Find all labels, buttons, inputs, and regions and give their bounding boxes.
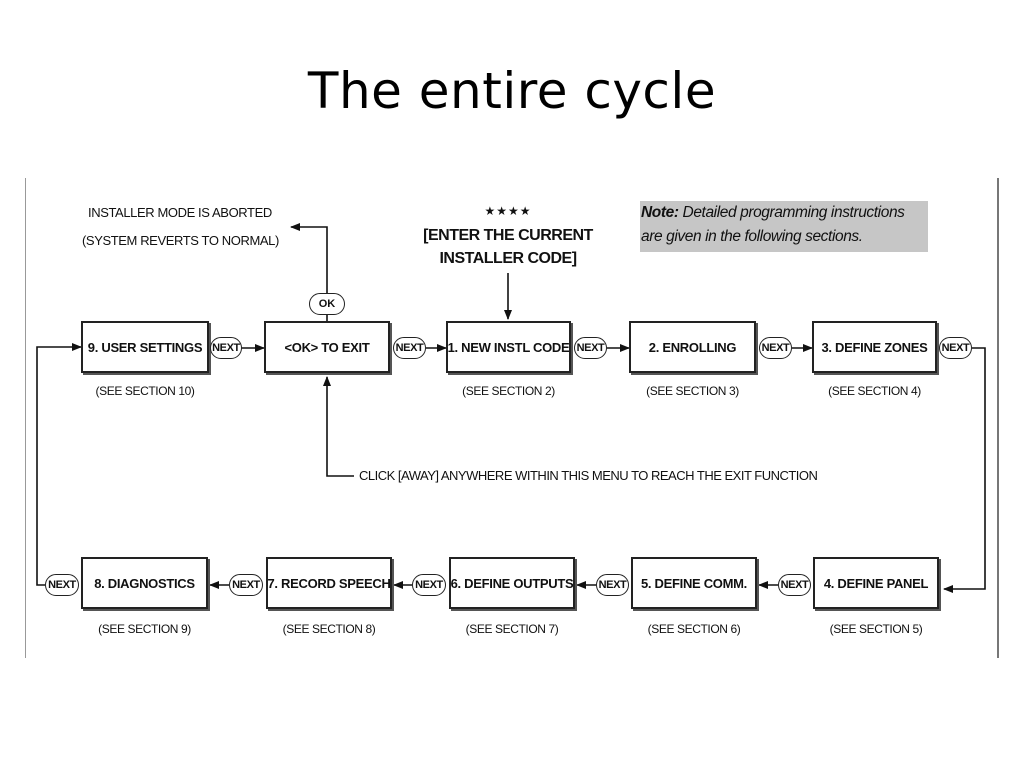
box-ok-to-exit: <OK> TO EXIT [264,321,390,373]
slide-title: The entire cycle [307,62,717,120]
section-ref: (SEE SECTION 3) [646,384,739,398]
aborted-line-2: (SYSTEM REVERTS TO NORMAL) [82,233,279,248]
box-enrolling: 2. ENROLLING [629,321,756,373]
box-label: 1. NEW INSTL CODE [447,339,570,355]
aborted-line-1: INSTALLER MODE IS ABORTED [88,205,272,220]
box-label: 8. DIAGNOSTICS [94,575,195,591]
arrow-diagnostics-to-user-settings [36,343,82,586]
enter-code-line-1: [ENTER THE CURRENT [423,227,593,244]
box-label: 4. DEFINE PANEL [823,575,929,591]
box-define-comm: 5. DEFINE COMM. [631,557,757,609]
next-pill: NEXT [210,337,242,359]
next-pill: NEXT [759,337,792,359]
box-diagnostics: 8. DIAGNOSTICS [81,557,208,609]
section-ref: (SEE SECTION 8) [282,622,376,636]
section-ref: (SEE SECTION 9) [98,622,191,636]
section-ref: (SEE SECTION 4) [828,384,921,398]
arrow-ok-to-aborted [290,223,328,293]
frame-left-edge [25,178,26,658]
section-ref: (SEE SECTION 2) [462,384,555,398]
note-text-line-2: are given in the following sections. [641,228,863,245]
note-label: Note: [641,204,679,221]
arrow-click-away-to-exit [323,376,354,477]
next-pill: NEXT [939,337,972,359]
box-user-settings: 9. USER SETTINGS [81,321,209,373]
code-stars: ★★★★ [484,204,532,218]
next-pill: NEXT [778,574,811,596]
next-pill: NEXT [45,574,79,596]
section-ref: (SEE SECTION 6) [647,622,741,636]
box-new-instl-code: 1. NEW INSTL CODE [446,321,571,373]
box-label: <OK> TO EXIT [284,339,370,355]
click-away-instruction: CLICK [AWAY] ANYWHERE WITHIN THIS MENU T… [359,468,818,483]
box-label: 2. ENROLLING [648,339,737,355]
next-pill: NEXT [229,574,263,596]
section-ref: (SEE SECTION 5) [829,622,923,636]
arrow-zones-to-panel [943,347,986,593]
next-pill: NEXT [596,574,629,596]
box-label: 9. USER SETTINGS [87,339,203,355]
box-label: 7. RECORD SPEECH [267,575,391,591]
box-label: 5. DEFINE COMM. [640,575,747,591]
box-define-zones: 3. DEFINE ZONES [812,321,937,373]
enter-code-line-2: INSTALLER CODE] [439,250,577,267]
next-pill: NEXT [412,574,446,596]
note-box: Note: Detailed programming instructions … [640,201,928,252]
box-label: 3. DEFINE ZONES [821,339,928,355]
section-ref: (SEE SECTION 7) [465,622,559,636]
box-record-speech: 7. RECORD SPEECH [266,557,392,609]
frame-right-edge [997,178,999,658]
next-pill: NEXT [574,337,607,359]
section-ref: (SEE SECTION 10) [95,384,195,398]
note-text-line-1: Detailed programming instructions [682,204,905,221]
ok-pill: OK [309,293,345,315]
box-define-outputs: 6. DEFINE OUTPUTS [449,557,575,609]
next-pill: NEXT [393,337,426,359]
box-label: 6. DEFINE OUTPUTS [450,575,574,591]
box-define-panel: 4. DEFINE PANEL [813,557,939,609]
